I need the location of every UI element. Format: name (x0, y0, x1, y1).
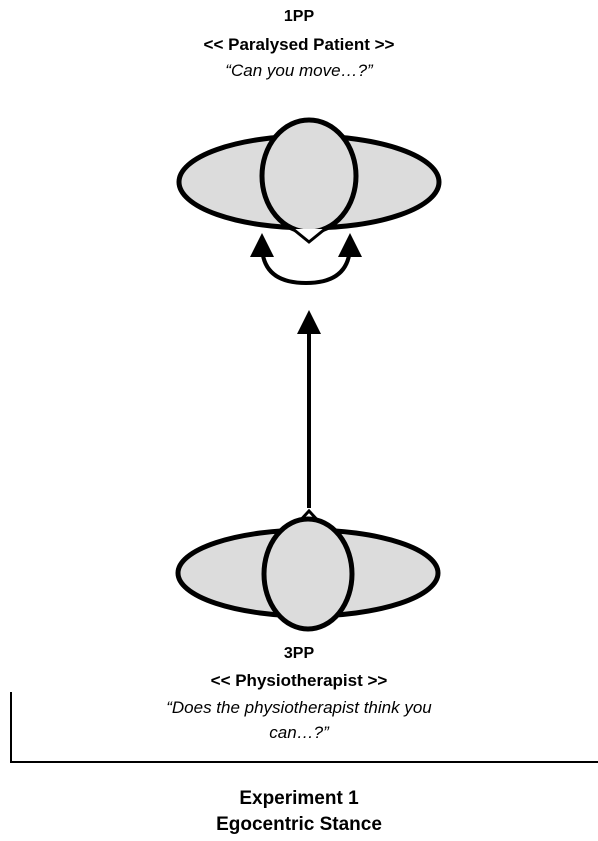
physiotherapist-role-label: << Physiotherapist >> (0, 671, 598, 691)
physiotherapist-question-line1: “Does the physiotherapist think you (0, 698, 598, 718)
patient-figure (179, 120, 439, 242)
patient-perspective-code: 1PP (0, 8, 598, 26)
experiment-stance: Egocentric Stance (0, 814, 598, 836)
experiment-number: Experiment 1 (0, 788, 598, 810)
patient-nose-marker (293, 229, 325, 242)
patient-question: “Can you move…?” (0, 61, 598, 81)
physiotherapist-question-line2: can…?” (0, 723, 598, 743)
patient-role-label: << Paralysed Patient >> (0, 35, 598, 55)
physiotherapist-figure (178, 511, 438, 629)
physiotherapist-head (264, 519, 352, 629)
physiotherapist-perspective-code: 3PP (0, 645, 598, 663)
movement-curved-arrow (262, 245, 350, 283)
patient-head (262, 120, 356, 232)
